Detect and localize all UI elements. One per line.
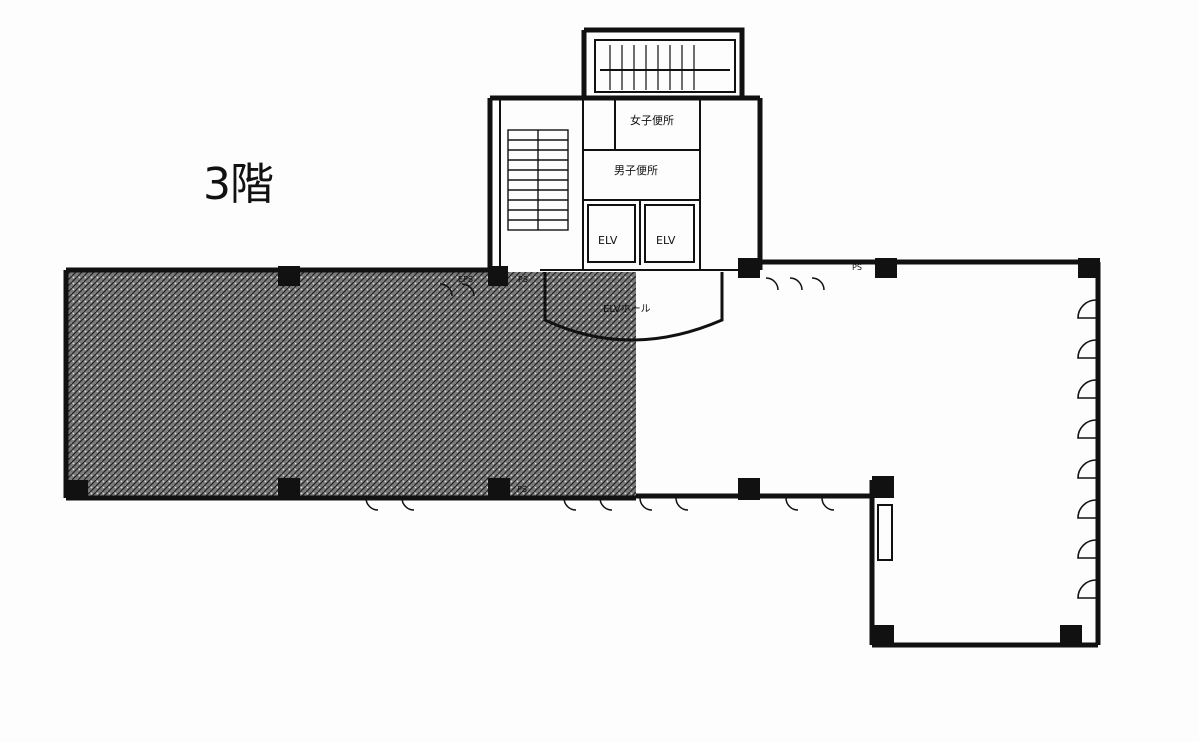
- top-right-doors: [439, 277, 825, 297]
- leased-area: [66, 272, 636, 497]
- side-storage: [877, 504, 893, 561]
- eps-left-label: EPS: [458, 275, 473, 284]
- womens-restroom-label: 女子便所: [630, 113, 674, 127]
- ps-center-label: PS: [518, 275, 528, 284]
- right-wall-windows: [1077, 299, 1097, 599]
- elevator-hall-label: ELVホール: [603, 303, 651, 315]
- core-walls: [487, 27, 763, 272]
- elevator-hall-outline: [543, 272, 724, 342]
- staircase-main: [507, 129, 569, 231]
- floor-title: 3階: [203, 159, 274, 210]
- mens-restroom-label: 男子便所: [614, 164, 658, 177]
- right-wing-walls: [636, 259, 1101, 648]
- ps-right-label: PS: [852, 263, 862, 272]
- elevator-2-label: ELV: [656, 234, 676, 247]
- ps-bottom-label: PS: [517, 485, 527, 494]
- bottom-wall-doors: [365, 497, 835, 511]
- staircase-upper: [609, 45, 695, 90]
- elevator-1-label: ELV: [598, 234, 618, 247]
- core-partitions: [499, 39, 740, 272]
- columns: [66, 258, 1100, 647]
